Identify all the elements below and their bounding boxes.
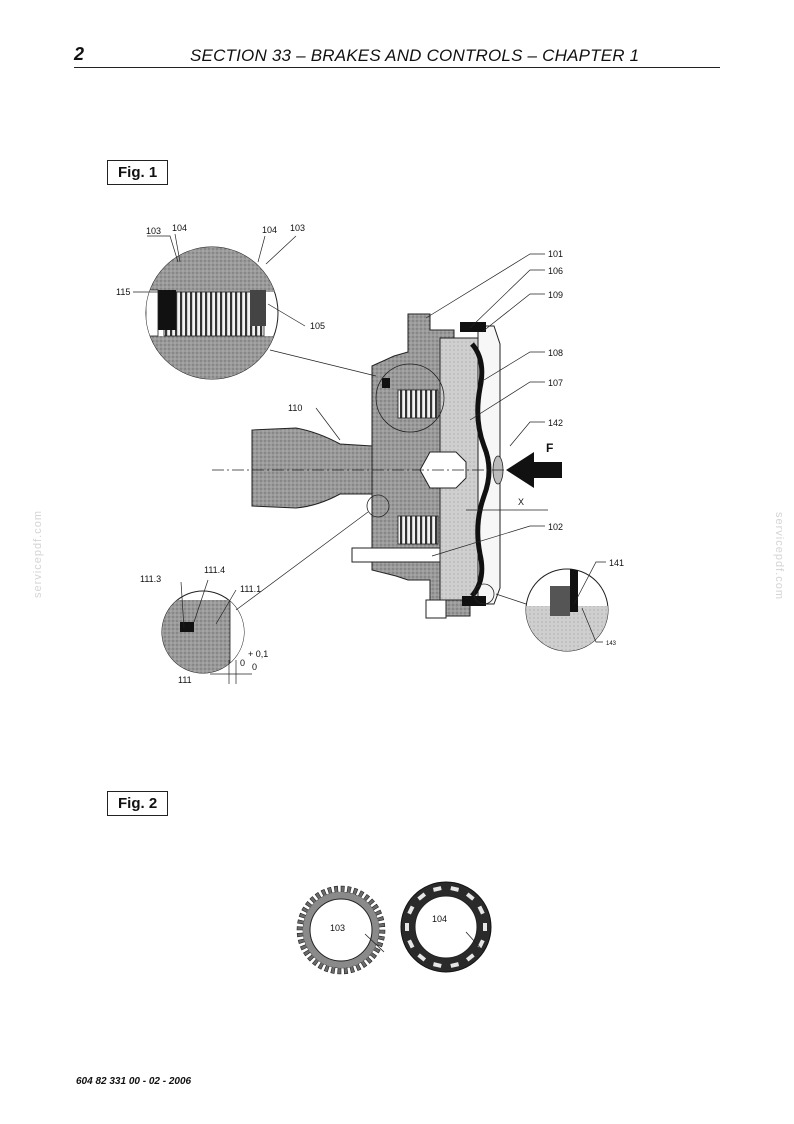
callout-108: 108	[548, 348, 563, 358]
detail-seal	[495, 568, 609, 652]
leader-lines	[133, 233, 606, 643]
disc-104-pad	[407, 905, 415, 915]
callout-107: 107	[548, 378, 563, 388]
disc-104-pad	[477, 939, 485, 949]
tolerance-zero: 0	[240, 658, 245, 668]
disc-104-pad	[432, 962, 442, 968]
disc-104-pad	[417, 892, 427, 901]
disc-104-internal-teeth	[405, 886, 487, 968]
disc-104-pad	[450, 886, 460, 892]
callout-104-right: 104	[262, 225, 277, 235]
callout-103-right: 103	[290, 223, 305, 233]
fig1-label: Fig. 1	[107, 160, 169, 185]
callout-115: 115	[116, 287, 130, 297]
disc-104-bore	[414, 895, 478, 959]
callout-103-left: 103	[146, 226, 161, 236]
callout-102: 102	[548, 522, 563, 532]
callout-143: 143	[606, 641, 617, 647]
disc-104-pad	[465, 892, 475, 901]
callout-104-left: 104	[172, 223, 187, 233]
section-title: SECTION 33 – BRAKES AND CONTROLS – CHAPT…	[190, 46, 640, 65]
disc-104-pad	[450, 962, 460, 968]
callout-142: 142	[548, 418, 563, 428]
callout-force: F	[546, 441, 553, 455]
disc-104-pad	[483, 923, 487, 931]
callout-110: 110	[288, 403, 302, 413]
main-section-view	[212, 313, 562, 619]
disc-103-label: 103	[330, 923, 345, 933]
disc-104-pad	[407, 939, 415, 949]
disc-104-pad	[432, 886, 442, 892]
disc-104-pad	[465, 953, 475, 962]
callout-141: 141	[609, 558, 624, 568]
callout-111: 111	[178, 675, 192, 685]
disc-104-pad	[417, 953, 427, 962]
disc-104-pad	[405, 923, 409, 931]
disc-104-label: 104	[432, 914, 447, 924]
callout-111-4: 111.4	[204, 565, 225, 575]
header-rule	[74, 67, 720, 68]
page-number: 2	[74, 44, 85, 64]
footer-code: 604 82 331 00 - 02 - 2006	[76, 1076, 192, 1087]
callout-111-3: 111.3	[140, 574, 161, 584]
callout-109: 109	[548, 290, 563, 300]
tolerance-sub: 0	[252, 662, 257, 672]
fig2-label: Fig. 2	[107, 791, 169, 816]
fig2-discs: 103 104	[296, 881, 492, 975]
callout-x: X	[518, 497, 524, 507]
callout-111-1: 111.1	[240, 584, 261, 594]
tolerance-plus: + 0,1	[248, 649, 268, 659]
callout-101: 101	[548, 249, 563, 259]
callout-105: 105	[310, 321, 325, 331]
disc-104-pad	[477, 905, 485, 915]
detail-disc-pack	[145, 246, 377, 380]
fig1-callouts: 103 104 104 103 115 105 101 106 109 108 …	[116, 223, 624, 685]
callout-106: 106	[548, 266, 563, 276]
